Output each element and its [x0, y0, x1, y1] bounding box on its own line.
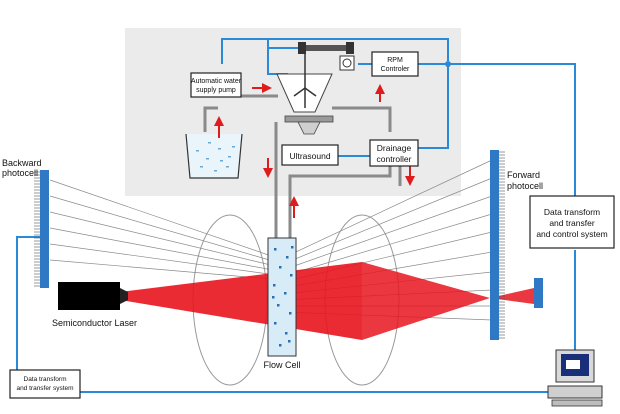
particle [288, 340, 291, 343]
ultrasound-box: Ultrasound [281, 144, 339, 166]
motor-icon [298, 42, 355, 71]
laser-aperture [120, 288, 128, 304]
flow-cell-particles [272, 246, 294, 347]
backward-photocell-ridges [34, 171, 40, 287]
data-left-line2: and transfer system [16, 385, 73, 392]
particle [274, 322, 277, 325]
particle [273, 284, 276, 287]
laser-label: Semiconductor Laser [52, 318, 137, 328]
water-drop [208, 142, 211, 144]
water-drop [200, 166, 203, 168]
particle [272, 296, 275, 299]
water-drop [228, 156, 231, 158]
particle [279, 266, 282, 269]
particle [284, 292, 287, 295]
rpm-label-line1: RPM [387, 57, 403, 64]
data-right-line3: and control system [536, 229, 607, 239]
drainage-label-line2: controller [377, 154, 412, 164]
beam-stop-detector [534, 278, 543, 308]
particle [279, 344, 282, 347]
drainage-label-line1: Drainage [377, 143, 412, 153]
forward-label-line1: Forward [507, 170, 540, 180]
data-right-line2: and transfer [549, 218, 595, 228]
pump-label-line2: supply pump [196, 87, 236, 94]
backward-photocell [40, 170, 49, 288]
rpm-label-line2: Controler [381, 66, 410, 73]
water-drop [220, 160, 223, 162]
data-control-system-box: Data transform and transfer and control … [529, 195, 615, 249]
particle [277, 304, 280, 307]
forward-photocell [490, 150, 499, 340]
rpm-controller-box: RPM Controler [371, 51, 419, 77]
semiconductor-laser-body [58, 282, 120, 310]
particle [291, 246, 294, 249]
mixing-tank-icon [276, 50, 334, 135]
particle [285, 332, 288, 335]
water-drop [206, 158, 209, 160]
particle [274, 248, 277, 251]
laser-beam [120, 262, 534, 340]
ultrasound-label: Ultrasound [289, 151, 330, 161]
backward-label-line1: Backward [2, 158, 42, 168]
particle [286, 256, 289, 259]
particle [290, 274, 293, 277]
data-left-line1: Data transform [24, 376, 67, 383]
water-drop [196, 150, 199, 152]
water-drop [226, 166, 229, 168]
water-drop [218, 148, 221, 150]
backward-label-line2: photocell [2, 168, 38, 178]
tubing [203, 94, 402, 240]
pump-box: Automatic water supply pump [190, 72, 242, 98]
computer-icon [547, 349, 603, 407]
forward-label-line2: photocell [507, 181, 543, 191]
flow-arrows [214, 83, 415, 218]
wire-junction [445, 61, 451, 67]
water-drop [232, 146, 235, 148]
beaker-icon [185, 133, 243, 179]
particle [289, 312, 292, 315]
drainage-controller-box: Drainage controller [369, 139, 419, 167]
pump-label-line1: Automatic water [191, 78, 242, 85]
data-right-line1: Data transform [544, 207, 600, 217]
water-drop [214, 170, 217, 172]
forward-photocell-ridges [499, 151, 505, 339]
flow-cell-label: Flow Cell [263, 360, 300, 370]
data-transfer-system-box: Data transform and transfer system [9, 369, 81, 399]
